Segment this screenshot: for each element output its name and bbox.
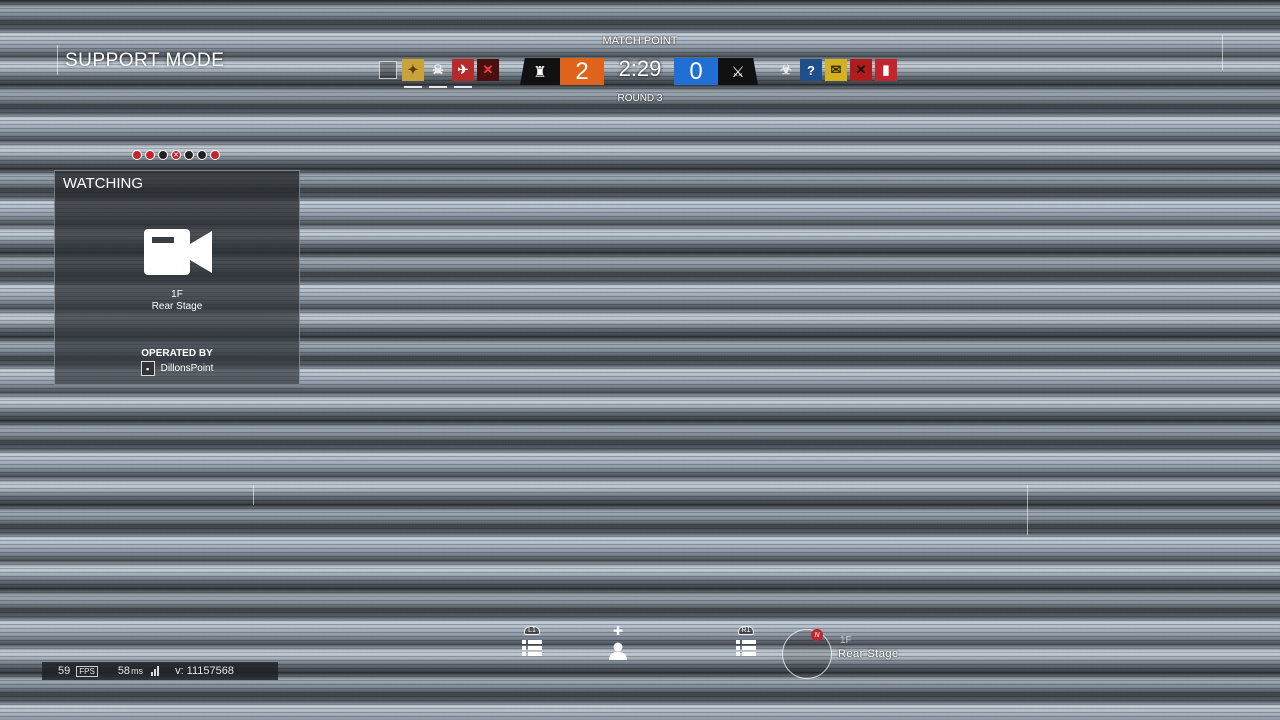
l1-button[interactable]: L1 — [524, 626, 540, 635]
unknown-operator-icon: ? — [800, 59, 822, 81]
shield-icon: ▮ — [875, 59, 897, 81]
left-team-score: ♜ 2 — [520, 58, 604, 85]
operator-badge-icon: ▪ — [140, 361, 155, 376]
dead-x-icon: ✕ — [477, 59, 499, 81]
ping-value: 58 — [117, 665, 131, 677]
ping-unit: ms — [131, 666, 144, 676]
camera-selector-dots[interactable]: ✕ — [132, 150, 220, 160]
camera-dot[interactable] — [210, 150, 220, 160]
skull-icon: ☠ — [427, 59, 449, 88]
fps-tag: FPS — [76, 665, 98, 677]
right-score-value: 0 — [674, 58, 718, 85]
camera-floor: 1F — [171, 289, 183, 300]
match-status: MATCH POINT — [602, 35, 678, 47]
red-operator-icon: ✈ — [452, 59, 474, 88]
frame-corner-mark — [253, 485, 254, 505]
operator-info: ▪ DillonsPoint — [55, 361, 299, 376]
compass-minimap: N — [782, 629, 832, 679]
round-label: ROUND 3 — [617, 93, 663, 104]
minimap-floor: 1F — [840, 635, 852, 646]
frame-corner-mark — [1222, 35, 1223, 70]
list-icon — [736, 640, 756, 656]
dpad-icon: ✚ — [612, 624, 624, 638]
fps-value: 59 — [58, 665, 71, 677]
empty-slot-icon — [379, 61, 397, 79]
left-team-operators: ✦ ☠ ✈ ✕ — [377, 59, 499, 88]
dead-x-icon: ✕ — [850, 59, 872, 81]
frame-corner-mark — [57, 45, 58, 75]
version-label: v: 11157568 — [175, 665, 234, 677]
support-mode-label: SUPPORT MODE — [65, 50, 225, 71]
operated-by-label: OPERATED BY — [141, 348, 213, 359]
camera-dot[interactable] — [132, 150, 142, 160]
person-icon — [609, 642, 627, 660]
right-team-operators: ☣ ? ✉ ✕ ▮ — [775, 59, 897, 81]
yellow-operator-icon: ✉ — [825, 59, 847, 81]
prev-camera-control[interactable]: L1 — [522, 626, 542, 657]
camera-dot[interactable] — [184, 150, 194, 160]
minimap-location: Rear Stage — [838, 648, 899, 660]
biohazard-icon: ☣ — [780, 62, 792, 77]
camera-dot[interactable] — [158, 150, 168, 160]
list-icon — [522, 640, 542, 656]
tower-icon: ♜ — [520, 58, 560, 85]
panel-title: WATCHING — [63, 175, 143, 192]
next-camera-control[interactable]: R1 — [736, 626, 756, 657]
operator-control[interactable]: ✚ — [608, 624, 628, 660]
north-marker-icon: N — [811, 629, 823, 641]
left-score-value: 2 — [560, 58, 604, 85]
r1-button[interactable]: R1 — [737, 626, 755, 635]
camera-location: Rear Stage — [151, 301, 203, 312]
camera-dot-disabled[interactable]: ✕ — [171, 150, 181, 160]
frame-corner-mark — [1027, 485, 1028, 535]
watching-panel: WATCHING 1F Rear Stage OPERATED BY ▪ Dil… — [54, 170, 300, 385]
right-team-score: 0 ⚔ — [674, 58, 758, 85]
camera-dot[interactable] — [197, 150, 207, 160]
signal-bars-icon — [151, 666, 160, 676]
camera-dot[interactable] — [145, 150, 155, 160]
operator-name: DillonsPoint — [160, 363, 214, 374]
crossed-swords-icon: ⚔ — [718, 58, 758, 85]
camera-icon — [144, 229, 212, 275]
round-timer: 2:29 — [618, 56, 662, 81]
operator-badge-gold-icon: ✦ — [402, 59, 424, 88]
